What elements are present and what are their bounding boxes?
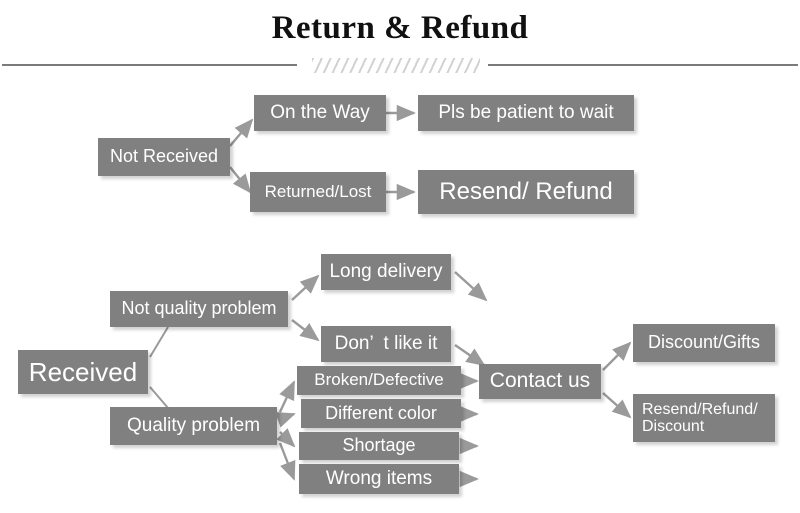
divider-rule-right <box>488 64 798 66</box>
node-not-received[interactable]: Not Received <box>98 138 230 176</box>
node-broken-defective[interactable]: Broken/Defective <box>297 366 461 395</box>
node-resend-refund[interactable]: Resend/ Refund <box>418 170 634 214</box>
node-shortage[interactable]: Shortage <box>299 432 459 460</box>
node-discount-gifts[interactable]: Discount/Gifts <box>633 324 775 362</box>
header-divider <box>0 58 800 73</box>
node-not-quality-problem[interactable]: Not quality problem <box>110 291 288 327</box>
hatch-divider-icon <box>312 58 480 73</box>
node-received[interactable]: Received <box>18 350 148 394</box>
node-resend-refund-discount[interactable]: Resend/Refund/ Discount <box>633 394 775 442</box>
node-returned-lost[interactable]: Returned/Lost <box>250 172 386 212</box>
node-on-the-way[interactable]: On the Way <box>254 95 386 131</box>
page-title: Return & Refund <box>271 10 529 46</box>
node-quality-problem[interactable]: Quality problem <box>110 407 277 445</box>
node-wrong-items[interactable]: Wrong items <box>299 464 459 494</box>
divider-rule-left <box>2 64 297 66</box>
node-dont-like-it[interactable]: Don’ t like it <box>321 326 451 362</box>
node-pls-be-patient-to-wait[interactable]: Pls be patient to wait <box>418 95 634 131</box>
node-different-color[interactable]: Different color <box>301 399 461 428</box>
node-contact-us[interactable]: Contact us <box>479 364 601 399</box>
node-long-delivery[interactable]: Long delivery <box>321 254 451 290</box>
